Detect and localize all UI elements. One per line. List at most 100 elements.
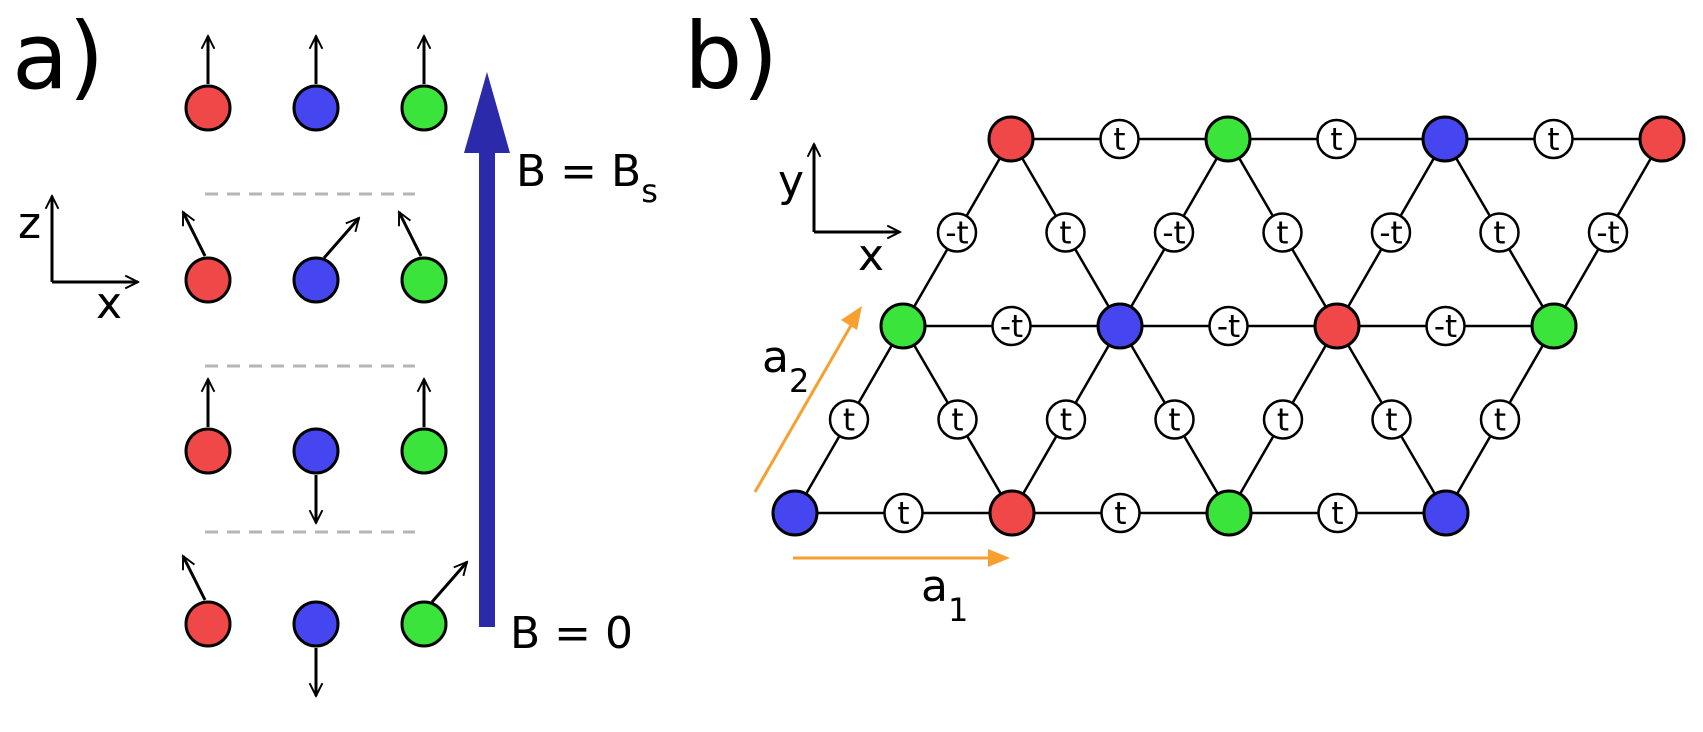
hopping-label-text: t	[1114, 496, 1126, 532]
red-lattice-site	[987, 115, 1035, 163]
green-spin-site	[400, 427, 448, 475]
hopping-label-positive: t	[1045, 399, 1087, 440]
hopping-label-positive: t	[1262, 399, 1304, 440]
hopping-label-positive: t	[1479, 399, 1521, 440]
hopping-label-positive: t	[937, 399, 978, 440]
spin-configuration	[184, 36, 448, 132]
hopping-label-circle	[1370, 212, 1412, 253]
hopping-label-text: t	[1113, 122, 1125, 158]
hopping-label-circle	[1316, 118, 1357, 160]
lattice-vector-a1-head	[988, 549, 1010, 567]
spin-arrow	[397, 212, 423, 257]
hopping-label-text: t	[1494, 403, 1506, 439]
blue-spin-site	[292, 256, 340, 304]
green-lattice-site	[1204, 115, 1252, 163]
blue-spin-site	[292, 84, 340, 132]
hopping-label-positive: t	[1045, 212, 1086, 253]
x-axis-label: x	[858, 230, 884, 281]
hopping-label-text: -t	[945, 216, 968, 252]
hopping-label-text: -t	[1217, 309, 1240, 345]
lattice-sites	[771, 115, 1686, 537]
lattice-vector-a2-label: a2	[762, 332, 809, 400]
hopping-label-circle	[1045, 212, 1086, 253]
field-label-zero: B = 0	[510, 608, 633, 659]
hopping-label-circle	[1587, 212, 1629, 253]
hopping-label-circle	[1262, 212, 1303, 253]
blue-spin-site	[292, 600, 340, 648]
spin-arrow	[181, 556, 207, 601]
spin-arrow	[181, 212, 207, 257]
axes-yx: y x	[778, 144, 900, 281]
hopping-label-text: t	[1277, 403, 1289, 439]
hopping-label-circle	[937, 399, 978, 440]
hopping-label-positive: t	[1317, 492, 1358, 534]
hopping-label-text: t	[897, 496, 909, 532]
hopping-label-circle	[1153, 212, 1195, 253]
hopping-label-text: t	[1276, 216, 1288, 252]
hopping-label-text: t	[1060, 403, 1072, 439]
y-axis-label: y	[778, 156, 804, 207]
red-spin-site	[184, 427, 232, 475]
field-arrow-head	[464, 72, 510, 153]
hopping-label-text: t	[1547, 122, 1559, 158]
lattice-vectors: a1 a2	[753, 306, 1010, 629]
spin-configuration	[181, 556, 467, 696]
hopping-label-circle	[828, 399, 870, 440]
a1-subscript: 1	[948, 591, 968, 629]
green-spin-site	[400, 84, 448, 132]
hopping-label-circle	[1317, 492, 1358, 534]
hopping-label-text: t	[951, 403, 963, 439]
hopping-label-circle	[936, 212, 978, 253]
hopping-label-positive: t	[828, 399, 870, 440]
hopping-label-text: t	[1493, 216, 1505, 252]
hopping-label-text: t	[1331, 496, 1343, 532]
red-lattice-site	[988, 489, 1036, 537]
green-spin-site	[400, 600, 448, 648]
hopping-label-circle	[1100, 492, 1141, 534]
panel-b-label: b)	[684, 3, 778, 110]
red-lattice-site	[1313, 302, 1361, 350]
hopping-label-negative: -t	[936, 212, 978, 253]
hopping-label-negative: -t	[1425, 305, 1466, 347]
a2-main: a	[762, 332, 789, 383]
hopping-label-positive: t	[1154, 399, 1195, 440]
blue-lattice-site	[1422, 489, 1470, 537]
field-arrow: B = Bs B = 0	[464, 72, 658, 659]
hopping-label-circle	[1371, 399, 1412, 440]
hopping-label-circle	[1208, 305, 1249, 347]
hopping-label-negative: -t	[991, 305, 1032, 347]
lattice-vector-a2-head	[841, 306, 862, 330]
hopping-label-positive: t	[1533, 118, 1574, 160]
green-lattice-site	[1205, 489, 1253, 537]
lattice-vector-a2	[753, 321, 855, 493]
hopping-label-positive: t	[1371, 399, 1412, 440]
a1-main: a	[921, 561, 948, 612]
hopping-label-text: t	[1385, 403, 1397, 439]
spin-configuration	[184, 379, 448, 523]
blue-spin-site	[292, 427, 340, 475]
field-label-main: B = B	[516, 146, 641, 197]
hopping-label-positive: t	[1100, 492, 1141, 534]
field-label-subscript: s	[641, 172, 658, 210]
blue-lattice-site	[771, 489, 819, 537]
x-axis-label: x	[96, 278, 122, 329]
panel-a-label: a)	[12, 3, 104, 110]
red-spin-site	[184, 600, 232, 648]
green-lattice-site	[1530, 302, 1578, 350]
spin-configuration	[181, 212, 448, 304]
hopping-label-circle	[1479, 399, 1521, 440]
red-spin-site	[184, 84, 232, 132]
hopping-label-negative: -t	[1153, 212, 1195, 253]
hopping-label-circle	[883, 492, 924, 534]
hopping-label-circle	[1533, 118, 1574, 160]
hopping-label-positive: t	[1316, 118, 1357, 160]
spin-configurations	[181, 36, 467, 696]
red-spin-site	[184, 256, 232, 304]
hopping-label-text: -t	[1596, 216, 1619, 252]
hopping-label-text: -t	[1162, 216, 1185, 252]
separators	[205, 192, 415, 534]
blue-lattice-site	[1421, 115, 1469, 163]
